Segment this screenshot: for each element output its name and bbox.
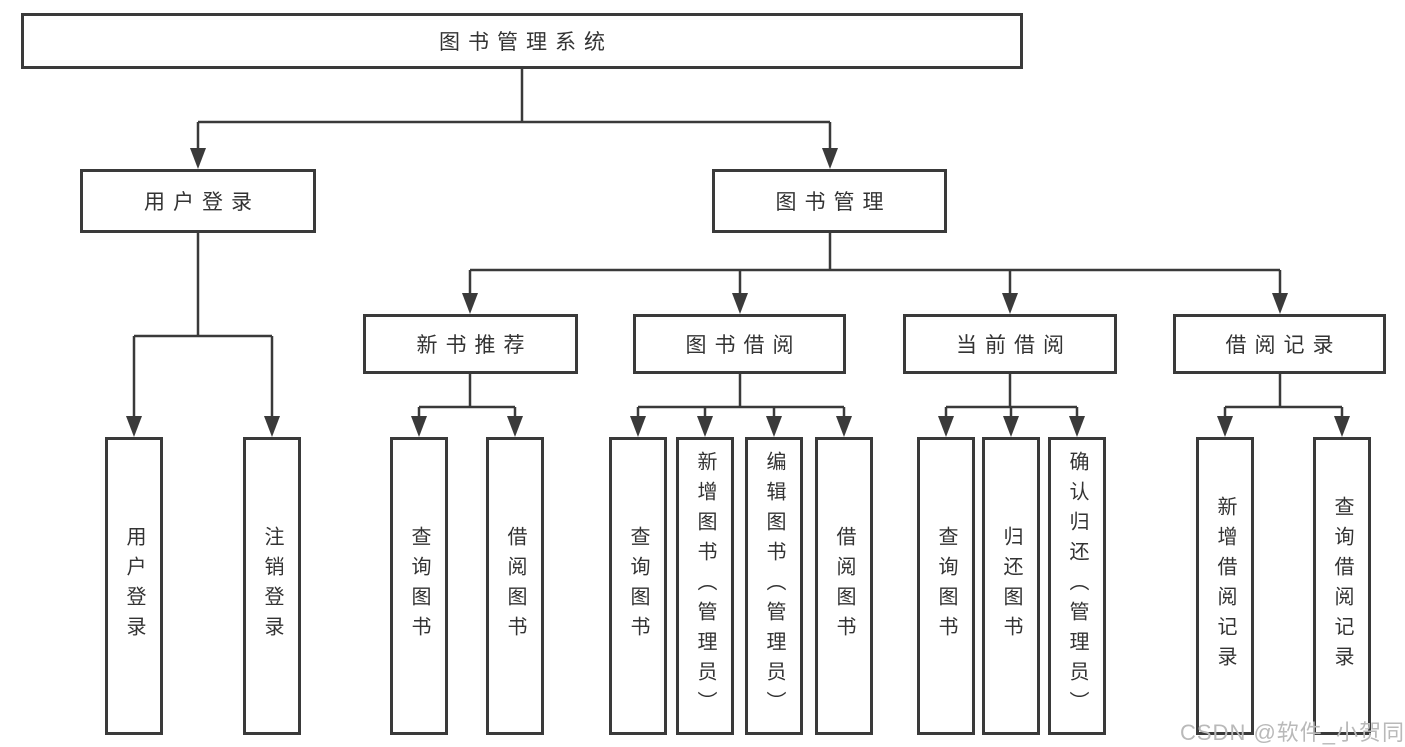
- leaf-logout: 注销登录: [243, 437, 301, 735]
- leaf-recommend-borrow-books: 借阅图书: [486, 437, 544, 735]
- node-book-borrowing-label: 图书借阅: [685, 334, 802, 357]
- leaf-logout-label: 注销登录: [261, 526, 283, 646]
- leaf-records-query-record-label: 查询借阅记录: [1331, 496, 1353, 676]
- node-root-label: 图书管理系统: [439, 31, 613, 54]
- leaf-user-login-label: 用户登录: [123, 526, 145, 646]
- leaf-borrowing-borrow-books-label: 借阅图书: [833, 526, 855, 646]
- leaf-records-add-record: 新增借阅记录: [1196, 437, 1254, 735]
- node-root: 图书管理系统: [21, 13, 1023, 69]
- edge-current-to-leaves: [944, 374, 1079, 418]
- leaf-borrowing-edit-books-admin: 编辑图书（管理员）: [745, 437, 803, 735]
- leaf-user-login: 用户登录: [105, 437, 163, 735]
- leaf-borrowing-query-books-label: 查询图书: [627, 526, 649, 646]
- leaf-borrowing-edit-books-admin-label: 编辑图书（管理员）: [763, 451, 785, 721]
- leaf-current-query-books-label: 查询图书: [935, 526, 957, 646]
- node-current-borrowing-label: 当前借阅: [956, 334, 1072, 357]
- leaf-borrowing-query-books: 查询图书: [609, 437, 667, 735]
- edge-root-to-level2: [196, 69, 832, 150]
- leaf-borrowing-borrow-books: 借阅图书: [815, 437, 873, 735]
- leaf-borrowing-add-books-admin: 新增图书（管理员）: [676, 437, 734, 735]
- edge-records-to-leaves: [1223, 374, 1344, 418]
- csdn-watermark: CSDN @软件_小贺同学: [1180, 720, 1405, 745]
- node-borrowing-records: 借阅记录: [1173, 314, 1386, 374]
- leaf-current-return-books-label: 归还图书: [1000, 526, 1022, 646]
- leaf-borrowing-add-books-admin-label: 新增图书（管理员）: [694, 451, 716, 721]
- leaf-recommend-query-books-label: 查询图书: [408, 526, 430, 646]
- leaf-recommend-borrow-books-label: 借阅图书: [504, 526, 526, 646]
- leaf-records-add-record-label: 新增借阅记录: [1214, 496, 1236, 676]
- leaf-current-confirm-return-admin: 确认归还（管理员）: [1048, 437, 1106, 735]
- node-user-login: 用户登录: [80, 169, 316, 233]
- node-new-book-recommend: 新书推荐: [363, 314, 578, 374]
- node-borrowing-records-label: 借阅记录: [1225, 334, 1342, 357]
- edge-userlogin-to-leaves: [132, 233, 274, 418]
- arrowheads: [126, 148, 1350, 437]
- node-book-management-label: 图书管理: [775, 191, 892, 214]
- edge-borrow-to-leaves: [636, 374, 846, 418]
- node-new-book-recommend-label: 新书推荐: [416, 334, 533, 357]
- leaf-current-query-books: 查询图书: [917, 437, 975, 735]
- leaf-recommend-query-books: 查询图书: [390, 437, 448, 735]
- leaf-records-query-record: 查询借阅记录: [1313, 437, 1371, 735]
- leaf-current-return-books: 归还图书: [982, 437, 1040, 735]
- leaf-current-confirm-return-admin-label: 确认归还（管理员）: [1066, 451, 1088, 721]
- edge-bookmgmt-to-level3: [468, 233, 1282, 295]
- edge-newrec-to-leaves: [417, 374, 517, 418]
- node-current-borrowing: 当前借阅: [903, 314, 1117, 374]
- node-user-login-label: 用户登录: [144, 191, 260, 214]
- node-book-borrowing: 图书借阅: [633, 314, 846, 374]
- node-book-management: 图书管理: [712, 169, 947, 233]
